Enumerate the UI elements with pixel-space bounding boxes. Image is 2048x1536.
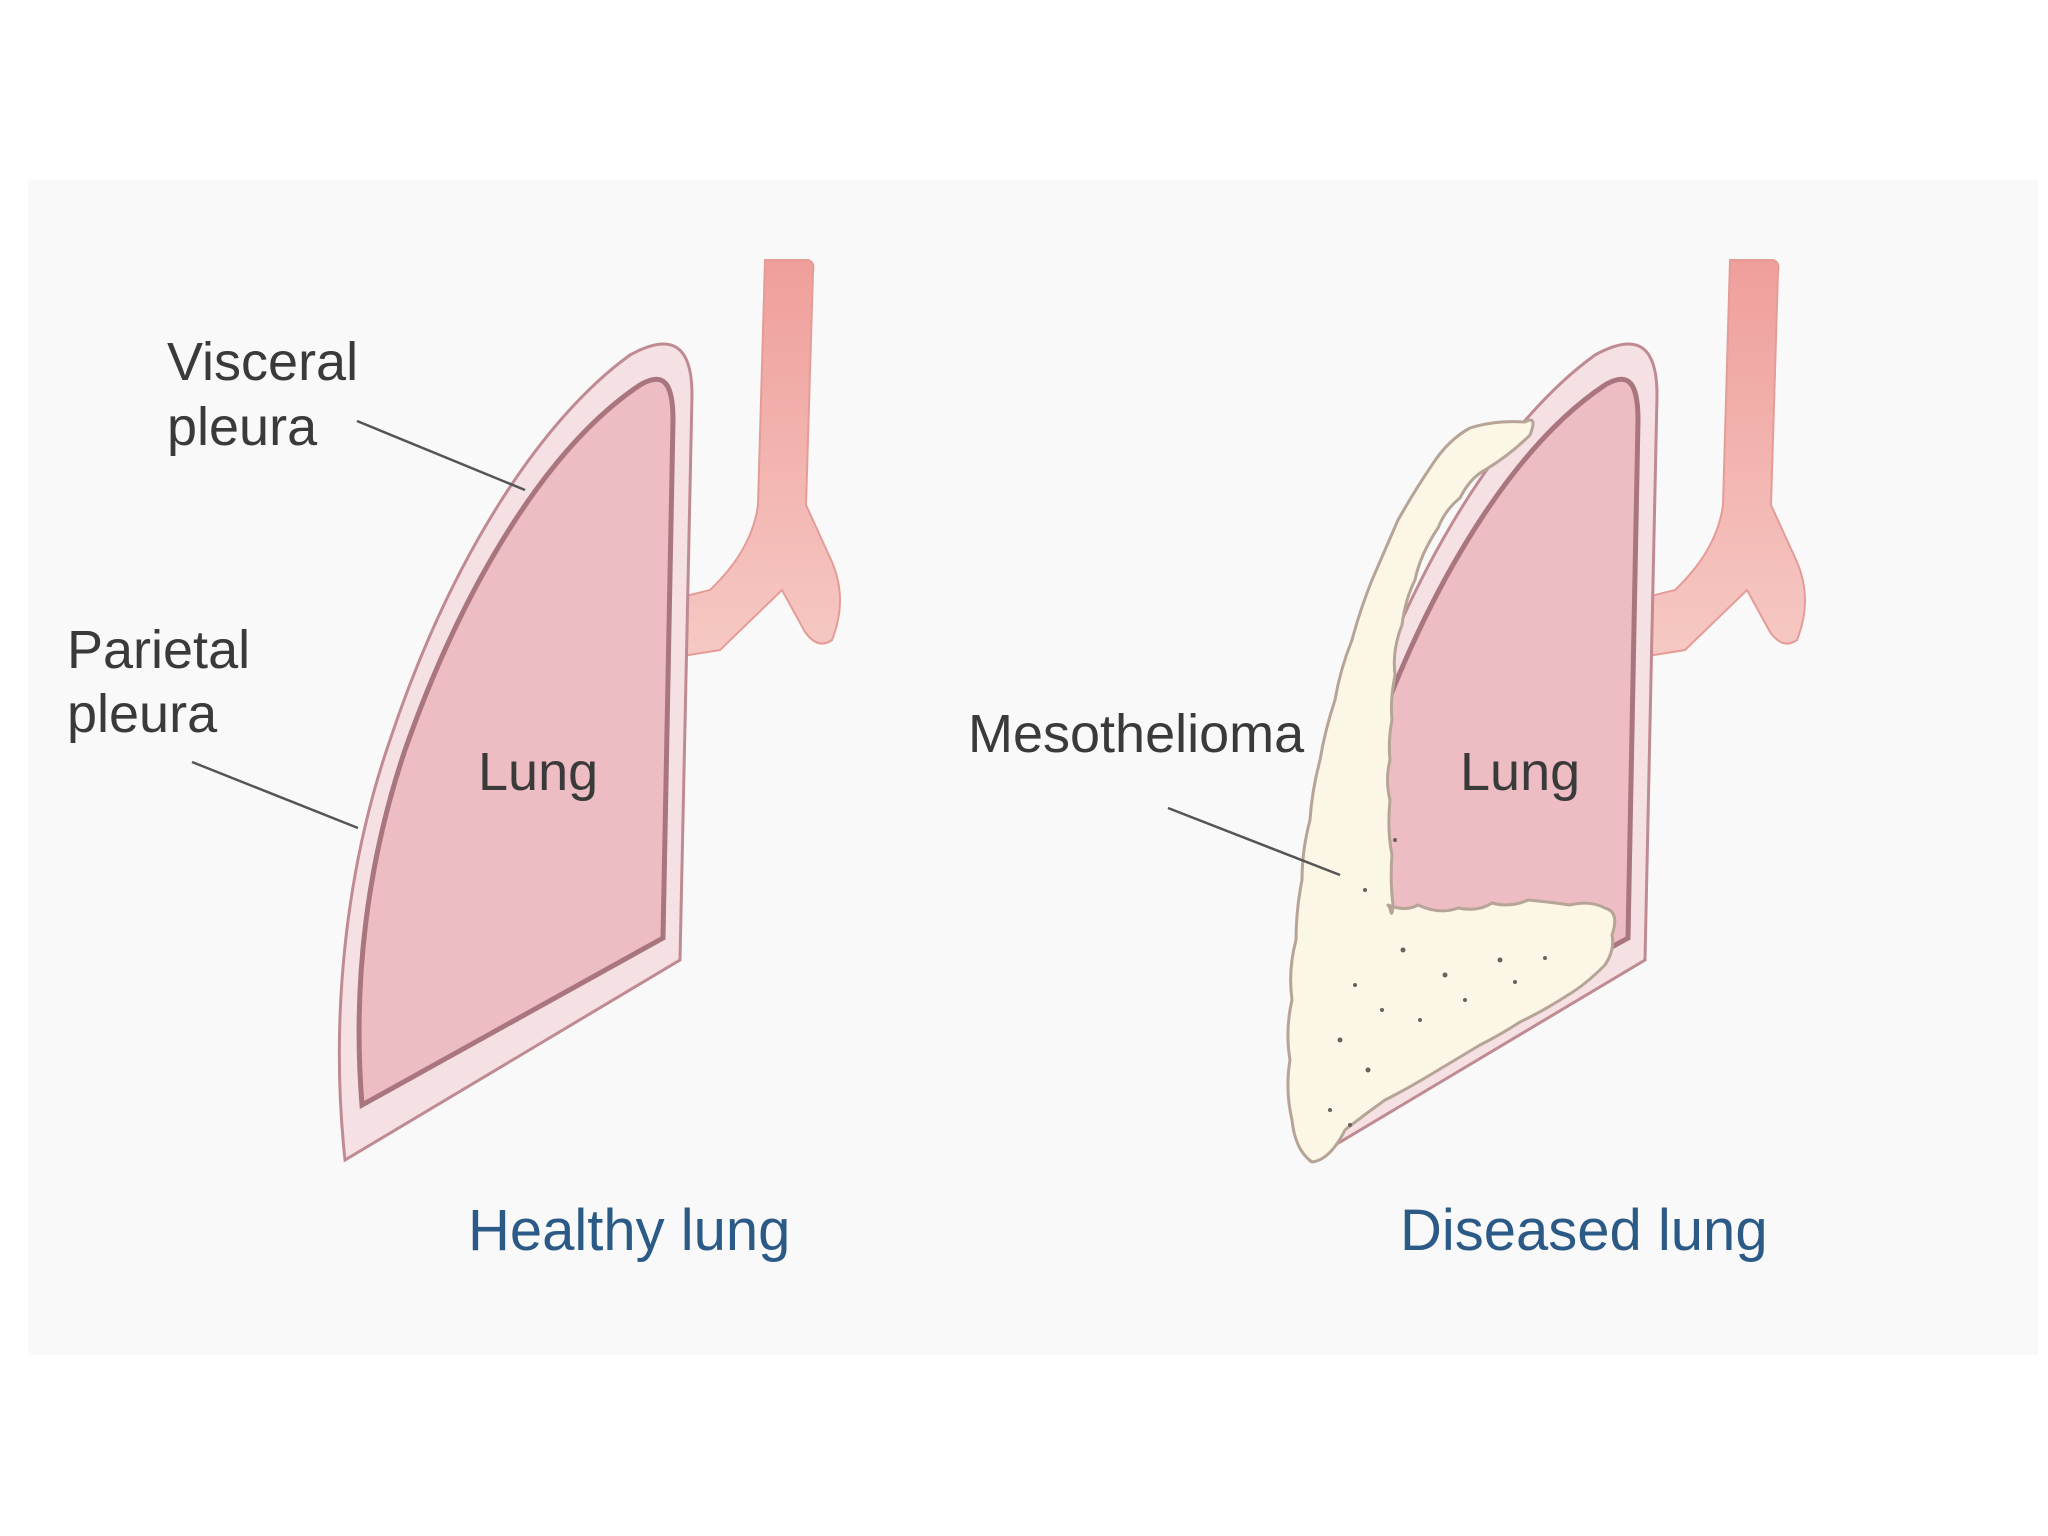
healthy-lung-caption: Healthy lung <box>468 1198 790 1263</box>
mesothelioma-leader-line <box>1167 806 1341 877</box>
parietal-pleura-label-line2: pleura <box>67 684 218 744</box>
mesothelioma-tumor <box>1286 418 1617 1164</box>
tumor-speckles <box>1328 838 1547 1127</box>
visceral-pleura-leader-line <box>356 419 526 492</box>
healthy-lung-figure <box>191 259 841 1163</box>
healthy-lung-tissue <box>356 376 676 1110</box>
parietal-pleura-label-line1: Parietal <box>67 620 250 680</box>
diseased-lung-label: Lung <box>1460 742 1580 802</box>
diagram-panel <box>28 180 2038 1355</box>
mesothelioma-label: Mesothelioma <box>968 704 1305 764</box>
diseased-lung-figure <box>1167 259 1806 1164</box>
healthy-bronchus <box>669 259 841 660</box>
parietal-pleura-leader-line <box>191 760 359 830</box>
visceral-pleura-label-line1: Visceral <box>167 332 358 392</box>
healthy-lung-label: Lung <box>478 742 598 802</box>
diseased-bronchus <box>1634 259 1806 660</box>
visceral-pleura-label-line2: pleura <box>167 397 318 457</box>
diseased-lung-caption: Diseased lung <box>1400 1198 1768 1263</box>
